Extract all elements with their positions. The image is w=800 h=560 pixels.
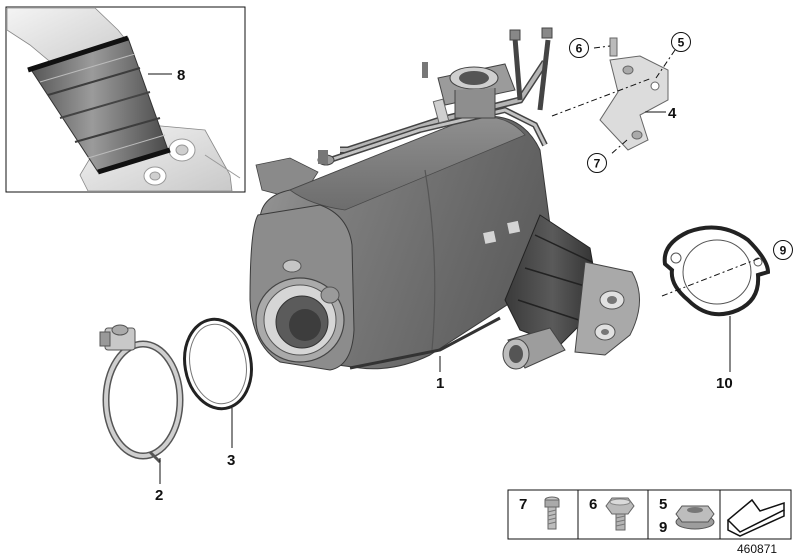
- callout-7: 7: [594, 157, 601, 171]
- callout-3: 3: [227, 452, 235, 469]
- legend-label-5: 5: [659, 496, 667, 513]
- reference-number: 460871: [737, 542, 777, 556]
- callout-8: 8: [177, 67, 185, 84]
- callout-9: 9: [780, 244, 787, 258]
- inset-detail-panel: 8: [5, 6, 246, 193]
- bellows-sleeve-part-8: [27, 35, 171, 175]
- callout-1: 1: [436, 375, 444, 392]
- callout-5: 5: [678, 36, 685, 50]
- sensor-tubes: [317, 27, 553, 166]
- legend-label-7: 7: [519, 496, 527, 513]
- callout-2: 2: [155, 487, 163, 504]
- bolt-icon: [544, 496, 560, 530]
- hex-bolt-icon: [605, 497, 635, 531]
- flange-nut-icon: [675, 505, 715, 530]
- gasket-part-10: [662, 225, 771, 317]
- callout-4: 4: [668, 105, 677, 122]
- fastener-legend: 7 6 5 9: [507, 489, 792, 540]
- outlet-flange: [502, 214, 641, 370]
- seal-ring-part-3: [183, 317, 253, 411]
- direction-arrow-icon: [726, 498, 785, 537]
- catalytic-converter-part-1: [249, 115, 554, 371]
- legend-label-9: 9: [659, 519, 667, 536]
- callout-10: 10: [716, 375, 733, 392]
- clamp-part-2: [99, 324, 184, 464]
- bracket-part-4: [599, 37, 669, 151]
- legend-label-6: 6: [589, 496, 597, 513]
- callout-6: 6: [576, 42, 583, 56]
